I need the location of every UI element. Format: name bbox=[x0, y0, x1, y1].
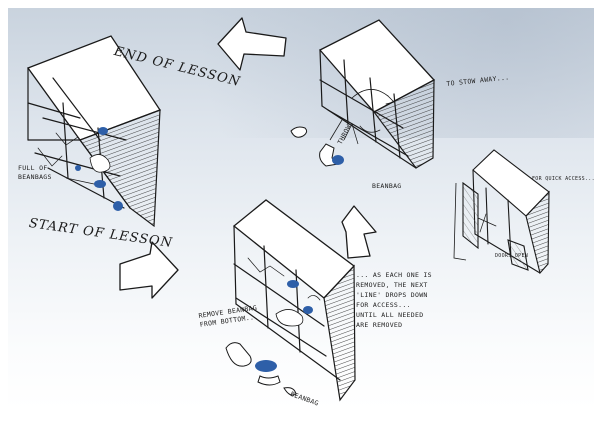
sketch-drawing bbox=[26, 17, 550, 402]
arrow-start-to-bottom bbox=[119, 241, 179, 299]
arrow-end-to-start bbox=[217, 17, 287, 71]
cabinet-bottom bbox=[232, 199, 356, 402]
throw-hand bbox=[290, 126, 340, 167]
beanbag-throw bbox=[332, 155, 344, 165]
quick-access-label: for quick access... bbox=[532, 176, 594, 182]
as-each-removed-label: ... as each one is removed, the next 'li… bbox=[356, 271, 432, 329]
arrow-bottom-to-end bbox=[341, 205, 377, 259]
full-of-beanbags-label: Full of beanbags bbox=[18, 164, 52, 181]
sketch-sheet: End of Lesson Start of Lesson Full of be… bbox=[8, 8, 594, 410]
cabinet-start bbox=[26, 35, 161, 228]
beanbag-top-label: Beanbag bbox=[372, 182, 402, 190]
beanbags-bottom bbox=[255, 280, 313, 372]
grab-hand bbox=[225, 342, 297, 396]
cabinet-quick bbox=[462, 149, 550, 275]
beanbags-start bbox=[75, 127, 123, 211]
arrows bbox=[119, 17, 377, 299]
cabinet-end bbox=[318, 19, 436, 169]
doors-open-label: doors open bbox=[495, 253, 529, 259]
